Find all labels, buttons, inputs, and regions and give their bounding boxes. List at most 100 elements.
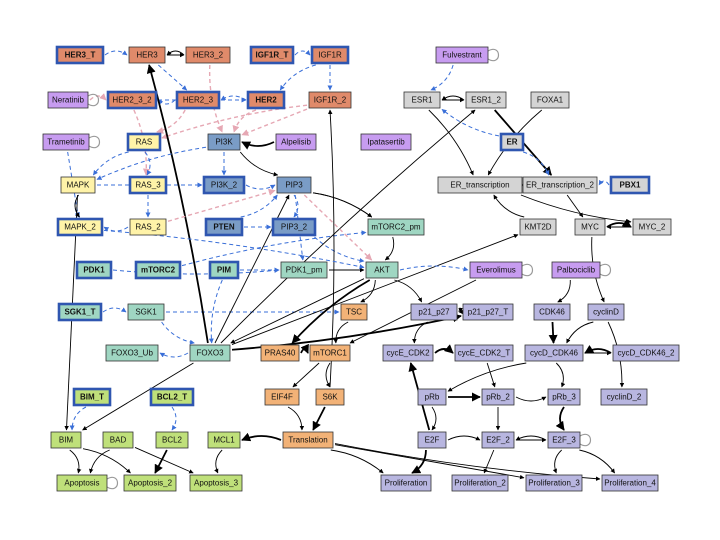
edge-E2F_2-to-Proliferation_2: [483, 449, 495, 474]
node-box-PI3K: [207, 133, 241, 151]
edge-PIM-to-FOXO3: [208, 279, 223, 344]
node-box-HER2: [246, 90, 286, 110]
node-box-Everolimus: [469, 261, 523, 279]
edge-MCL1-to-Apoptosis_3: [214, 449, 223, 474]
edge-FOXO3-to-KMT2D: [231, 234, 519, 345]
node-box-pRb_2: [481, 388, 515, 406]
edge-EIF4F-to-Translation: [287, 406, 305, 431]
node-label-Apoptosis_3: Apoptosis_3: [194, 479, 239, 488]
edge-E2F-to-Proliferation: [411, 449, 427, 474]
node-Neratinib: Neratinib: [47, 91, 100, 109]
node-label-RAS_2: RAS_2: [135, 223, 161, 232]
edge-p21_p27-to-p21_p27_T: [458, 307, 463, 313]
node-RAS_2: RAS_2: [129, 218, 167, 236]
node-label-PBX1: PBX1: [620, 181, 641, 190]
node-label-HER2_3: HER2_3: [183, 96, 214, 105]
node-KMT2D: KMT2D: [519, 218, 557, 236]
node-box-PIM: [208, 260, 240, 280]
edge-PIP3-to-PDK1_pm: [294, 194, 305, 261]
node-RAS_3: RAS_3: [128, 175, 168, 195]
node-p21_p27: p21_p27: [410, 303, 458, 321]
node-box-Proliferation_4: [601, 474, 659, 492]
node-Ipatasertib: Ipatasertib: [360, 133, 412, 151]
node-label-BCL2: BCL2: [162, 436, 183, 445]
node-label-mTORC2_pm: mTORC2_pm: [371, 223, 421, 232]
node-label-CDK46: CDK46: [539, 308, 565, 317]
node-box-BCL2: [155, 431, 189, 449]
edge-cycD_CDK46-to-pRb_3: [555, 362, 566, 388]
edge-RAS_2-to-PIP3: [167, 188, 276, 222]
edge-HER2_3-to-RAS: [156, 109, 186, 134]
node-label-Alpelisib: Alpelisib: [281, 138, 311, 147]
edge-HER3-to-HER2_3: [158, 64, 188, 91]
node-cyclinD_2: cyclinD_2: [600, 388, 648, 406]
node-BIM_T: BIM_T: [72, 387, 112, 407]
edge-HER3_2-to-HER3: [166, 50, 185, 56]
edge-FOXO3-to-HER3: [146, 64, 209, 344]
node-label-BIM_T: BIM_T: [80, 393, 104, 402]
node-MYC_2: MYC_2: [632, 218, 672, 236]
node-mTORC2_pm: mTORC2_pm: [367, 218, 425, 236]
edge-cycD_CDK46-to-pRb: [447, 362, 527, 392]
edge-MYC-to-MYC_2: [606, 218, 632, 228]
node-Apoptosis: Apoptosis: [56, 474, 119, 492]
node-ESR1_2: ESR1_2: [465, 91, 507, 109]
node-box-cycE_CDK2: [382, 344, 434, 362]
node-label-Neratinib: Neratinib: [52, 96, 85, 105]
node-label-HER3_T: HER3_T: [65, 51, 96, 60]
node-label-pRb_3: pRb_3: [552, 393, 576, 402]
edge-ER_transcription-to-MYC_2: [520, 194, 632, 224]
node-HER2_3: HER2_3: [175, 90, 221, 110]
node-label-Apoptosis_2: Apoptosis_2: [128, 479, 173, 488]
node-mTORC2: mTORC2: [134, 260, 182, 280]
node-BIM: BIM: [50, 431, 82, 449]
node-box-Palbociclib: [551, 261, 601, 279]
edge-pRb_3-to-E2F_3: [555, 406, 565, 431]
node-box-TSC: [340, 303, 368, 321]
node-Everolimus: Everolimus: [469, 261, 534, 279]
node-label-PIP3: PIP3: [285, 181, 303, 190]
node-label-PIM: PIM: [217, 266, 232, 275]
edge-PIP3-to-mTORC2_pm: [312, 192, 373, 218]
edge-FOXO3-to-PIP3: [214, 194, 290, 344]
edge-ESR1_2-to-ESR1: [441, 95, 465, 101]
node-box-Translation: [282, 431, 334, 449]
node-Proliferation_3: Proliferation_3: [525, 474, 583, 492]
edge-AKT-to-TSC: [360, 279, 376, 303]
node-box-Apoptosis: [56, 474, 108, 492]
node-label-FOXO3: FOXO3: [196, 349, 224, 358]
node-HER3_T: HER3_T: [55, 45, 105, 65]
node-box-FOXO3_Ub: [105, 344, 159, 362]
node-SGK1: SGK1: [127, 303, 165, 321]
node-label-FOXA1: FOXA1: [537, 96, 564, 105]
edge-IGF1R_2-to-RAS: [161, 104, 308, 140]
node-FOXA1: FOXA1: [530, 91, 570, 109]
node-label-IGF1R_2: IGF1R_2: [314, 96, 347, 105]
node-box-BIM: [50, 431, 82, 449]
edge-PI3K_2-to-PIP3: [245, 184, 276, 190]
node-label-Apoptosis: Apoptosis: [64, 479, 99, 488]
edge-HER2-to-PI3K: [232, 109, 257, 133]
node-label-MAPK_2: MAPK_2: [64, 223, 96, 232]
node-box-E2F_2: [481, 431, 515, 449]
node-box-PI3K_2: [202, 175, 246, 195]
node-label-Trametinib: Trametinib: [47, 138, 85, 147]
edge-BCL2-to-Apoptosis_2: [154, 449, 168, 474]
edge-Translation-to-Proliferation: [330, 449, 384, 474]
node-box-PDK1_pm: [280, 261, 328, 279]
node-pRb_2: pRb_2: [481, 388, 515, 406]
node-Apoptosis_3: Apoptosis_3: [189, 474, 243, 492]
node-box-p21_p27_T: [462, 303, 514, 321]
node-RAS: RAS: [126, 132, 162, 152]
edge-BCL2_T-to-BCL2: [171, 406, 177, 431]
node-box-HER3_2: [185, 46, 231, 64]
edge-HER2-to-HER2_3: [220, 95, 247, 101]
node-box-KMT2D: [519, 218, 557, 236]
node-HER2_3_2: HER2_3_2: [106, 90, 158, 110]
node-box-cycD_CDK46_2: [612, 344, 680, 362]
node-S6K: S6K: [315, 388, 345, 406]
node-label-EIF4F: EIF4F: [271, 393, 293, 402]
edge-Neratinib-to-HER2_3_2: [89, 93, 107, 101]
node-box-Neratinib: [47, 91, 89, 109]
